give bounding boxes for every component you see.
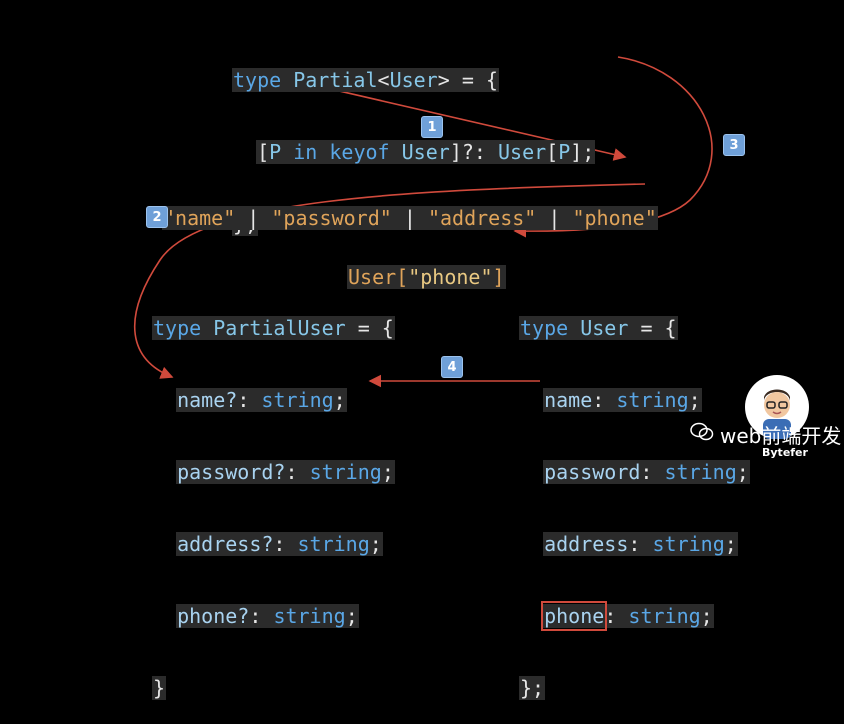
optional-colon: ]?:	[449, 140, 498, 164]
index-open: [	[546, 140, 559, 164]
block-close: }	[153, 676, 166, 700]
index-p: P	[558, 140, 571, 164]
partial-definition: type Partial<User> = { [P in keyof User]…	[232, 20, 596, 260]
step-badge-2: 2	[146, 206, 168, 228]
step-badge-3: 3	[723, 134, 745, 156]
step-badge-1: 1	[421, 116, 443, 138]
field-type: string	[273, 604, 346, 628]
field-address: address?	[177, 532, 274, 556]
user-definition: type User = { name: string; password: st…	[519, 316, 750, 700]
header-tail: = {	[357, 316, 394, 340]
angle-open: <	[377, 68, 390, 92]
brand-watermark: web前端开发	[690, 420, 841, 449]
header-tail: > = {	[437, 68, 498, 92]
field-password: password	[544, 460, 641, 484]
field-type: string	[664, 460, 737, 484]
field-phone: phone?	[177, 604, 250, 628]
field-type: string	[309, 460, 382, 484]
type-user-keyof: User	[401, 140, 450, 164]
avatar-icon	[746, 376, 808, 439]
keyword-keyof: keyof	[329, 140, 390, 164]
union-keys: "name" | "password" | "address" | "phone…	[162, 158, 658, 254]
arrow-2	[133, 183, 646, 379]
union-bar-2: |	[403, 206, 416, 230]
header-tail: = {	[640, 316, 677, 340]
field-type: string	[628, 604, 701, 628]
field-type: string	[261, 388, 334, 412]
field-type: string	[297, 532, 370, 556]
key-address: "address"	[427, 206, 537, 230]
field-password: password?	[177, 460, 286, 484]
field-name: name?	[177, 388, 238, 412]
type-param-user: User	[389, 68, 438, 92]
type-partial: Partial	[293, 68, 378, 92]
field-phone-highlighted: phone	[541, 601, 608, 631]
field-name: name	[544, 388, 593, 412]
wechat-icon	[690, 422, 714, 447]
block-close: };	[520, 676, 545, 700]
keyword-type: type	[153, 316, 202, 340]
field-type: string	[616, 388, 689, 412]
brand-label: web前端开发	[720, 424, 842, 448]
field-type: string	[652, 532, 725, 556]
index-key-phone: "phone"	[408, 265, 493, 289]
brand-sub: Bytefer	[762, 446, 808, 459]
indexed-access: User["phone"]	[347, 217, 506, 313]
key-name: "name"	[163, 206, 236, 230]
index-prefix: User[	[348, 265, 409, 289]
bracket-open: [	[257, 140, 270, 164]
union-bar-1: |	[247, 206, 260, 230]
keyword-type: type	[520, 316, 569, 340]
union-bar-3: |	[548, 206, 561, 230]
keyword-in: in	[293, 140, 318, 164]
partial-user-definition: type PartialUser = { name?: string; pass…	[152, 316, 395, 700]
step-badge-4: 4	[441, 356, 463, 378]
avatar	[745, 375, 809, 439]
key-phone: "phone"	[572, 206, 657, 230]
key-password: "password"	[271, 206, 392, 230]
param-p: P	[269, 140, 282, 164]
type-user-index: User	[497, 140, 547, 164]
type-user: User	[580, 316, 629, 340]
keyword-type: type	[233, 68, 282, 92]
index-suffix: ]	[492, 265, 505, 289]
field-address: address	[544, 532, 629, 556]
type-partialuser: PartialUser	[213, 316, 346, 340]
index-close: ];	[570, 140, 595, 164]
